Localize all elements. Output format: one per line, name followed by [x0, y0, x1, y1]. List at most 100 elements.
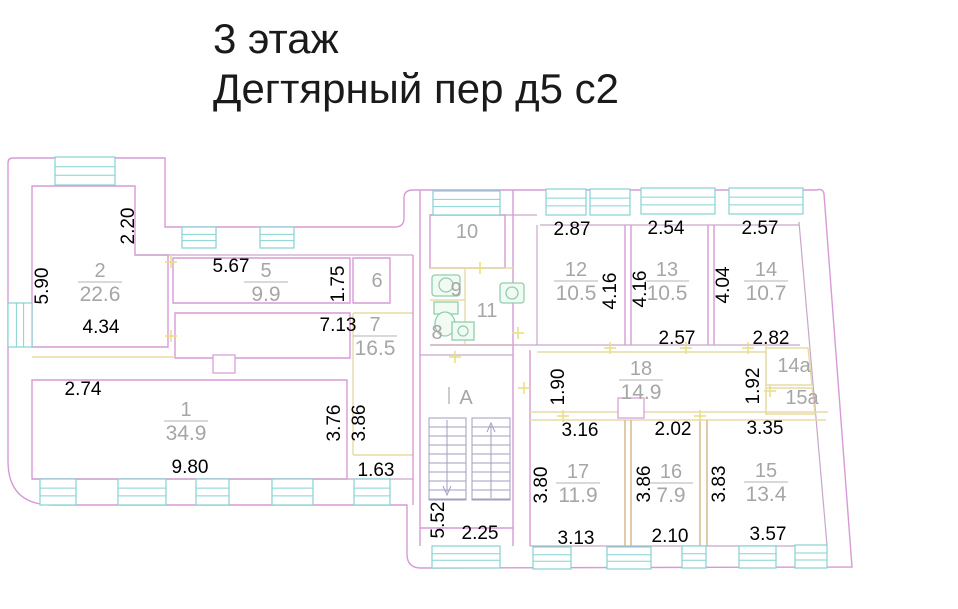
room-label: 11	[477, 300, 498, 322]
stair-treads	[429, 426, 510, 500]
svg-text:14.9: 14.9	[621, 381, 662, 404]
window-symbol	[7, 302, 33, 348]
svg-text:10.5: 10.5	[647, 282, 688, 305]
svg-text:10.5: 10.5	[556, 282, 597, 305]
window-symbol	[39, 478, 77, 506]
door-opening-mark	[557, 410, 569, 422]
dimension-label: 2.25	[462, 523, 499, 544]
svg-text:18: 18	[630, 358, 652, 380]
room-label: 6	[371, 270, 382, 292]
svg-text:7: 7	[369, 314, 380, 336]
dimension-label: 2.57	[659, 328, 696, 349]
svg-text:14: 14	[755, 259, 777, 281]
room-label: 134.9	[164, 399, 208, 445]
window-symbol	[545, 188, 587, 216]
dimension-label: 4.16	[630, 271, 651, 308]
dimension-label: 3.86	[349, 405, 370, 442]
room-label: 10	[456, 221, 478, 243]
window-symbol	[181, 226, 217, 249]
window-symbol	[54, 156, 116, 186]
windows	[7, 156, 828, 570]
room-label: 15а	[785, 387, 819, 409]
door-opening-mark	[512, 327, 524, 339]
svg-text:11.9: 11.9	[558, 484, 597, 507]
sanitary-fixtures	[431, 274, 525, 341]
door-marks	[165, 256, 776, 422]
door-opening-mark	[680, 342, 692, 354]
window-symbol	[259, 226, 295, 249]
room-label: 59.9	[244, 260, 288, 306]
dimension-label: 4.16	[600, 273, 621, 310]
dimension-label: 1.63	[358, 460, 395, 481]
door-opening-mark	[165, 256, 177, 268]
room-label: 167.9	[649, 461, 693, 507]
dimension-label: 1.92	[743, 368, 764, 405]
svg-text:9.9: 9.9	[251, 283, 280, 306]
dimension-label: 2.74	[65, 379, 102, 400]
window-symbol	[738, 545, 777, 569]
dimension-label: 3.13	[558, 528, 595, 549]
dimension-label: 2.82	[753, 328, 790, 349]
dimension-label: 2.10	[652, 526, 689, 547]
plan-title: 3 этаж Дегтярный пер д5 с2	[213, 14, 619, 114]
window-symbol	[432, 190, 501, 216]
toilet-icon	[433, 301, 459, 337]
dimension-label: 2.87	[554, 219, 591, 240]
outer-walls	[7, 157, 853, 569]
window-symbol	[640, 187, 716, 215]
dimension-label: 7.13	[320, 315, 357, 336]
dimension-label: 4.34	[83, 317, 120, 338]
dimension-label: 3.80	[531, 467, 552, 504]
svg-text:12: 12	[565, 259, 587, 281]
dimension-label: 5.90	[32, 268, 53, 305]
dimension-label: 1.90	[548, 369, 569, 406]
window-symbol	[794, 544, 828, 569]
dimension-label: 4.04	[713, 266, 734, 303]
window-symbol	[431, 545, 501, 569]
dimension-label: 3.83	[709, 466, 730, 503]
dimension-label: 2.57	[742, 218, 779, 239]
svg-text:2: 2	[94, 260, 105, 282]
svg-text:13.4: 13.4	[746, 483, 787, 506]
dimension-label: 9.80	[172, 457, 209, 478]
dimension-label: 3.86	[634, 466, 655, 503]
room-label: 9	[450, 279, 461, 301]
stairwell	[428, 387, 511, 501]
svg-text:10.7: 10.7	[746, 282, 787, 305]
svg-text:16: 16	[660, 461, 682, 483]
door-opening-mark	[742, 342, 754, 354]
room-label: 8	[431, 322, 442, 344]
door-opening-mark	[518, 382, 530, 394]
door-opening-mark	[604, 342, 616, 354]
room-labels: 134.9222.659.9716.51210.51310.51410.7181…	[78, 221, 820, 507]
svg-text:15: 15	[755, 460, 777, 482]
window-symbol	[353, 478, 391, 506]
dimension-label: 2.02	[655, 419, 692, 440]
dimension-label: 2.54	[648, 218, 685, 239]
wall-notch	[212, 354, 236, 374]
duct-shaft	[617, 397, 645, 419]
window-symbol	[532, 546, 572, 570]
door-opening-mark	[474, 262, 486, 274]
svg-text:34.9: 34.9	[166, 422, 207, 445]
room-label: А	[459, 387, 473, 409]
svg-text:22.6: 22.6	[80, 283, 121, 306]
window-symbol	[117, 478, 167, 506]
window-symbol	[728, 187, 804, 215]
dimension-label: 5.67	[213, 256, 250, 277]
door-opening-mark	[764, 385, 776, 397]
plan-title-floor: 3 этаж	[213, 15, 339, 62]
window-symbol	[681, 545, 707, 569]
svg-text:13: 13	[656, 259, 678, 281]
window-symbol	[271, 478, 314, 506]
dimension-label: 2.20	[118, 208, 139, 245]
svg-text:7.9: 7.9	[656, 484, 685, 507]
svg-text:5: 5	[260, 260, 271, 282]
